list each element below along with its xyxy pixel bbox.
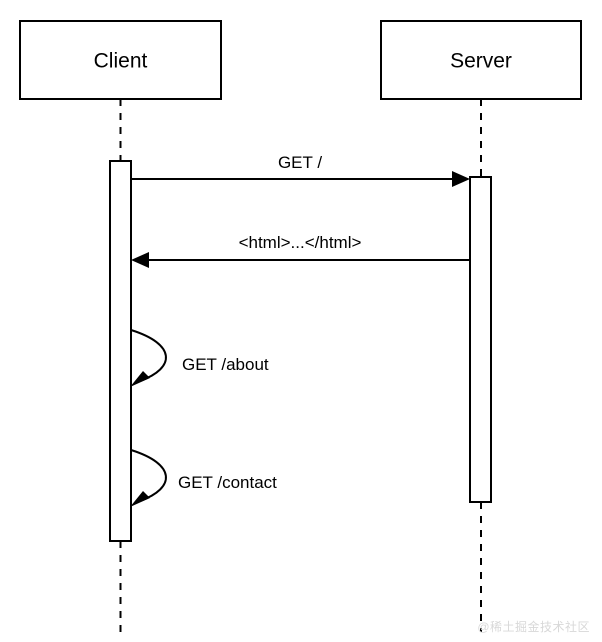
message-label-get-contact: GET /contact	[178, 473, 277, 492]
arrow-head-right-get-root	[452, 171, 470, 187]
watermark: @稀土掘金技术社区	[477, 620, 590, 634]
participant-client[interactable]: Client	[19, 20, 222, 100]
participant-server[interactable]: Server	[380, 20, 582, 100]
message-label-get-about: GET /about	[182, 355, 269, 374]
activation-bar-client	[109, 160, 132, 542]
activation-bar-server	[469, 176, 492, 503]
message-get-contact: GET /contact	[130, 449, 277, 507]
participant-box-server[interactable]	[380, 20, 582, 100]
message-get-about: GET /about	[130, 329, 269, 387]
participant-box-client[interactable]	[19, 20, 222, 100]
message-label-get-root: GET /	[278, 153, 322, 172]
arrow-head-get-contact	[130, 491, 150, 507]
participant-label-server: Server	[450, 50, 512, 73]
message-label-html-response: <html>...</html>	[239, 233, 362, 252]
arrow-head-get-about	[130, 371, 150, 387]
message-loop-get-about	[130, 329, 167, 382]
message-get-root: GET /	[131, 153, 470, 187]
participant-label-client: Client	[94, 50, 148, 73]
message-loop-get-contact	[130, 449, 167, 502]
message-html-response: <html>...</html>	[131, 233, 470, 268]
arrow-head-left-html-response	[131, 252, 149, 268]
